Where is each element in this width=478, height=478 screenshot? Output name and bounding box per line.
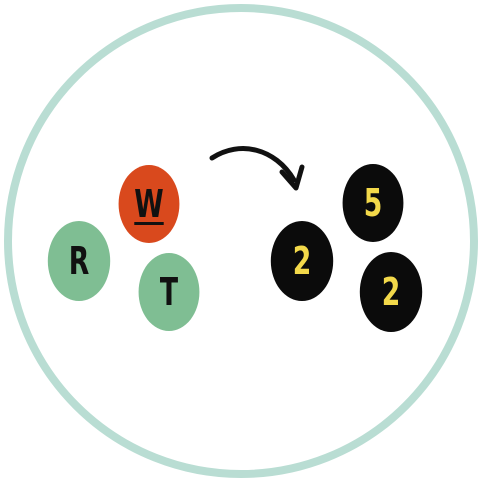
letter-token-w: W — [118, 165, 180, 243]
letter-w: W — [134, 182, 164, 226]
number-token-right: 2 — [359, 252, 423, 332]
letter-r: R — [68, 239, 90, 283]
number-token-left: 2 — [270, 221, 334, 301]
letter-t: T — [159, 270, 179, 314]
number-token-top: 5 — [342, 164, 404, 242]
number-5: 5 — [363, 181, 383, 225]
letter-token-r: R — [47, 221, 111, 301]
number-2-right: 2 — [381, 270, 401, 314]
letter-token-t: T — [138, 253, 200, 331]
number-2-left: 2 — [292, 239, 312, 283]
